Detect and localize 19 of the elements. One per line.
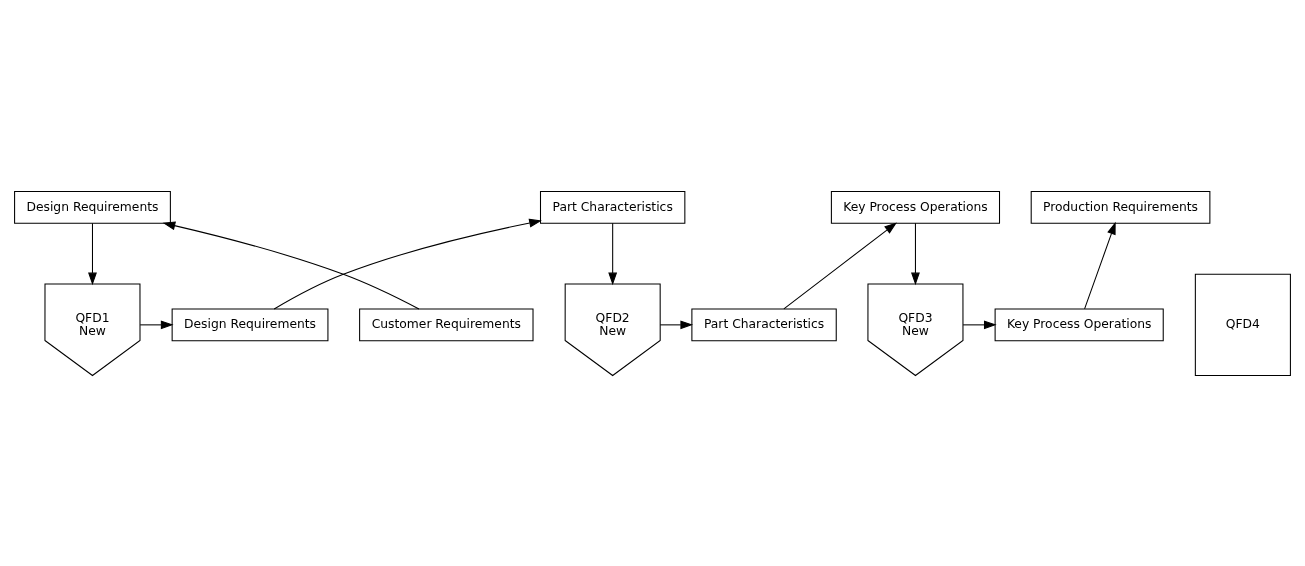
node-box: Design Requirements	[14, 190, 171, 224]
node-box: QFD4	[1194, 273, 1291, 376]
node-box: Customer Requirements	[359, 308, 534, 341]
node-box: Key Process Operations	[994, 308, 1164, 341]
arrow	[273, 218, 542, 309]
node-box: Key Process Operations	[830, 190, 1001, 224]
node-box: Production Requirements	[1030, 190, 1211, 224]
node-box: Design Requirements	[171, 308, 329, 341]
arrow	[911, 222, 920, 285]
arrow	[659, 319, 694, 329]
arrow	[962, 319, 997, 329]
arrow	[162, 220, 420, 309]
arrow	[88, 222, 97, 285]
arrow	[1084, 221, 1116, 309]
arrow	[783, 221, 897, 309]
arrow	[608, 222, 618, 285]
node-box: Part Characteristics	[539, 190, 686, 224]
node-box: Part Characteristics	[691, 308, 837, 341]
arrow	[139, 319, 174, 329]
